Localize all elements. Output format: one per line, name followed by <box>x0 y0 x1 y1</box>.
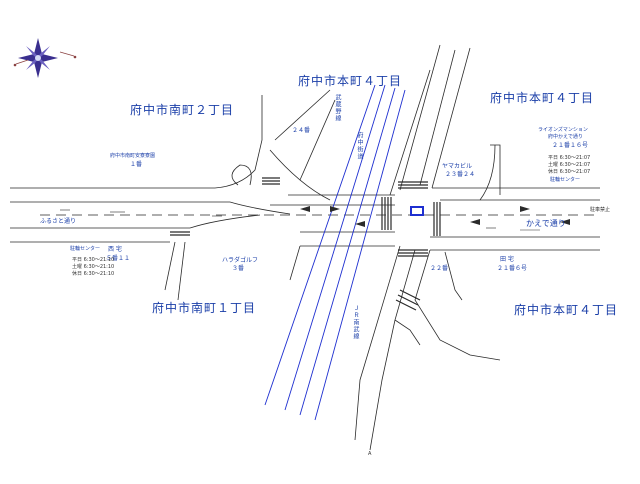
furusato-dori-label: ふるさと通り <box>40 218 77 225</box>
railway-lines <box>264 84 406 421</box>
compass-rose-icon <box>13 38 77 78</box>
lions-mansion-line2: 府中かえで通り <box>548 134 583 140</box>
hours-left-1: 平日 6:30〜21:10 <box>72 257 115 263</box>
fuchu-kaido-label: 府中街道 <box>356 132 363 160</box>
hours-right-3: 休日 6:30〜21:07 <box>548 169 591 175</box>
private-home: 西 宅 <box>108 246 122 253</box>
district-minami1: 府中市南町１丁目 <box>152 301 257 315</box>
yamaka-building: ヤマカビル <box>442 163 473 170</box>
lane-arrows <box>300 206 570 227</box>
hours-right-2: 土曜 6:30〜21:07 <box>548 162 591 168</box>
fuchu-kaido-road <box>354 44 501 451</box>
district-minami2: 府中市南町２丁目 <box>130 103 235 117</box>
district-honmachi4-top: 府中市本町４丁目 <box>298 74 403 88</box>
lot-22: ２２番 <box>430 265 449 272</box>
hours-left-3: 休日 6:30〜21:10 <box>72 271 115 277</box>
small-marks <box>60 209 540 231</box>
hours-left-2: 土曜 6:30〜21:10 <box>72 264 115 270</box>
district-honmachi4-right: 府中市本町４丁目 <box>490 91 595 105</box>
district-honmachi4-bottom: 府中市本町４丁目 <box>514 303 619 317</box>
no-parking-sign: 駐車禁止 <box>590 207 611 213</box>
lot-1: １番 <box>130 161 143 168</box>
lot-24: ２４番 <box>292 127 311 134</box>
crosswalks <box>170 177 441 311</box>
jr-nambu-line-label: ＪＲ南武線 <box>352 305 359 340</box>
lot-5-11: ５番１１ <box>106 255 131 262</box>
lot-21-16: ２１番１６号 <box>552 142 589 149</box>
kaede-dori-road <box>10 89 600 301</box>
page-mark: A <box>368 451 372 457</box>
parking-center-left: 駐輪センター <box>70 246 101 252</box>
lot-23-24: ２３番２４ <box>445 171 476 178</box>
minami-school: 府中市南町安寮寮園 <box>110 153 156 159</box>
harada-golf: ハラダゴルフ <box>222 257 259 264</box>
parking-center-right: 駐輪センター <box>550 177 581 183</box>
kaede-dori-label: かえで通り <box>526 219 566 228</box>
private-home-2: 田 宅 <box>500 256 514 263</box>
lot-3: ３番 <box>232 265 245 272</box>
lot-21-6: ２１番６号 <box>497 265 528 272</box>
lions-mansion-line1: ライオンズマンション <box>538 127 588 133</box>
musashino-line-label: 武蔵野線 <box>334 94 341 122</box>
hours-right-1: 平日 6:30〜21:07 <box>548 155 591 161</box>
